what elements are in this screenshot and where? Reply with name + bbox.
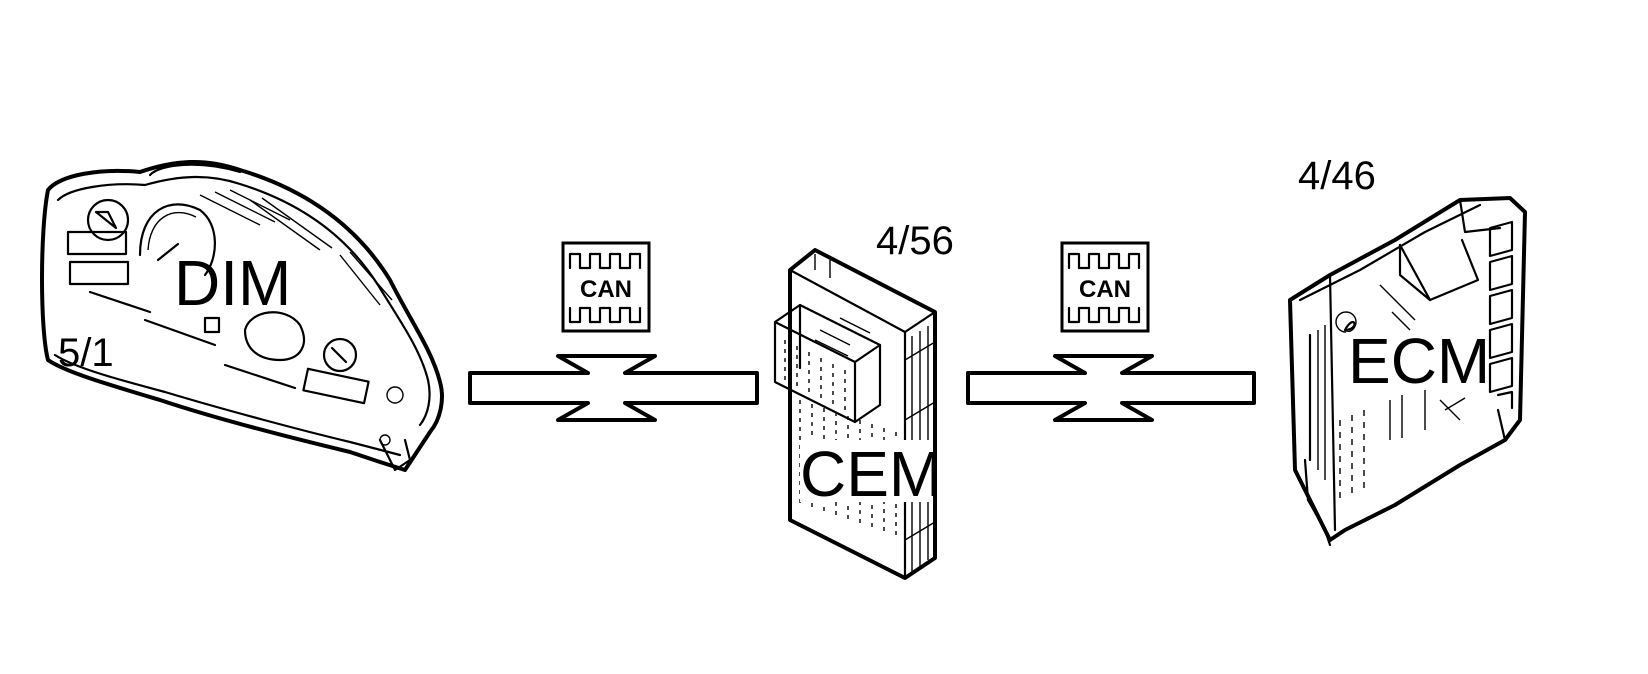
- dim-module: DIM 5/1: [40, 159, 444, 472]
- cem-module: CEM 4/56: [773, 219, 954, 580]
- can-bus-icon: CAN: [561, 241, 651, 333]
- ecm-module: ECM 4/46: [1288, 154, 1527, 547]
- cem-module-label: CEM: [800, 438, 942, 510]
- central-electronic-module-illustration: [773, 248, 937, 580]
- can-bus-label: CAN: [580, 276, 632, 303]
- can-link-cem-ecm: CAN: [966, 241, 1256, 422]
- dim-ref-number: 5/1: [58, 331, 114, 375]
- instrument-cluster-illustration: [40, 159, 444, 472]
- dim-module-label: DIM: [174, 247, 291, 319]
- can-bus-icon: CAN: [1060, 241, 1150, 333]
- can-bus-connector: [966, 354, 1256, 422]
- ecm-module-label: ECM: [1348, 325, 1490, 397]
- cem-ref-number: 4/56: [876, 219, 954, 263]
- can-bus-label: CAN: [1079, 276, 1131, 303]
- can-link-dim-cem: CAN: [468, 241, 759, 422]
- ecm-ref-number: 4/46: [1298, 154, 1376, 198]
- engine-control-module-illustration: [1288, 196, 1527, 547]
- can-bus-connector: [468, 354, 759, 422]
